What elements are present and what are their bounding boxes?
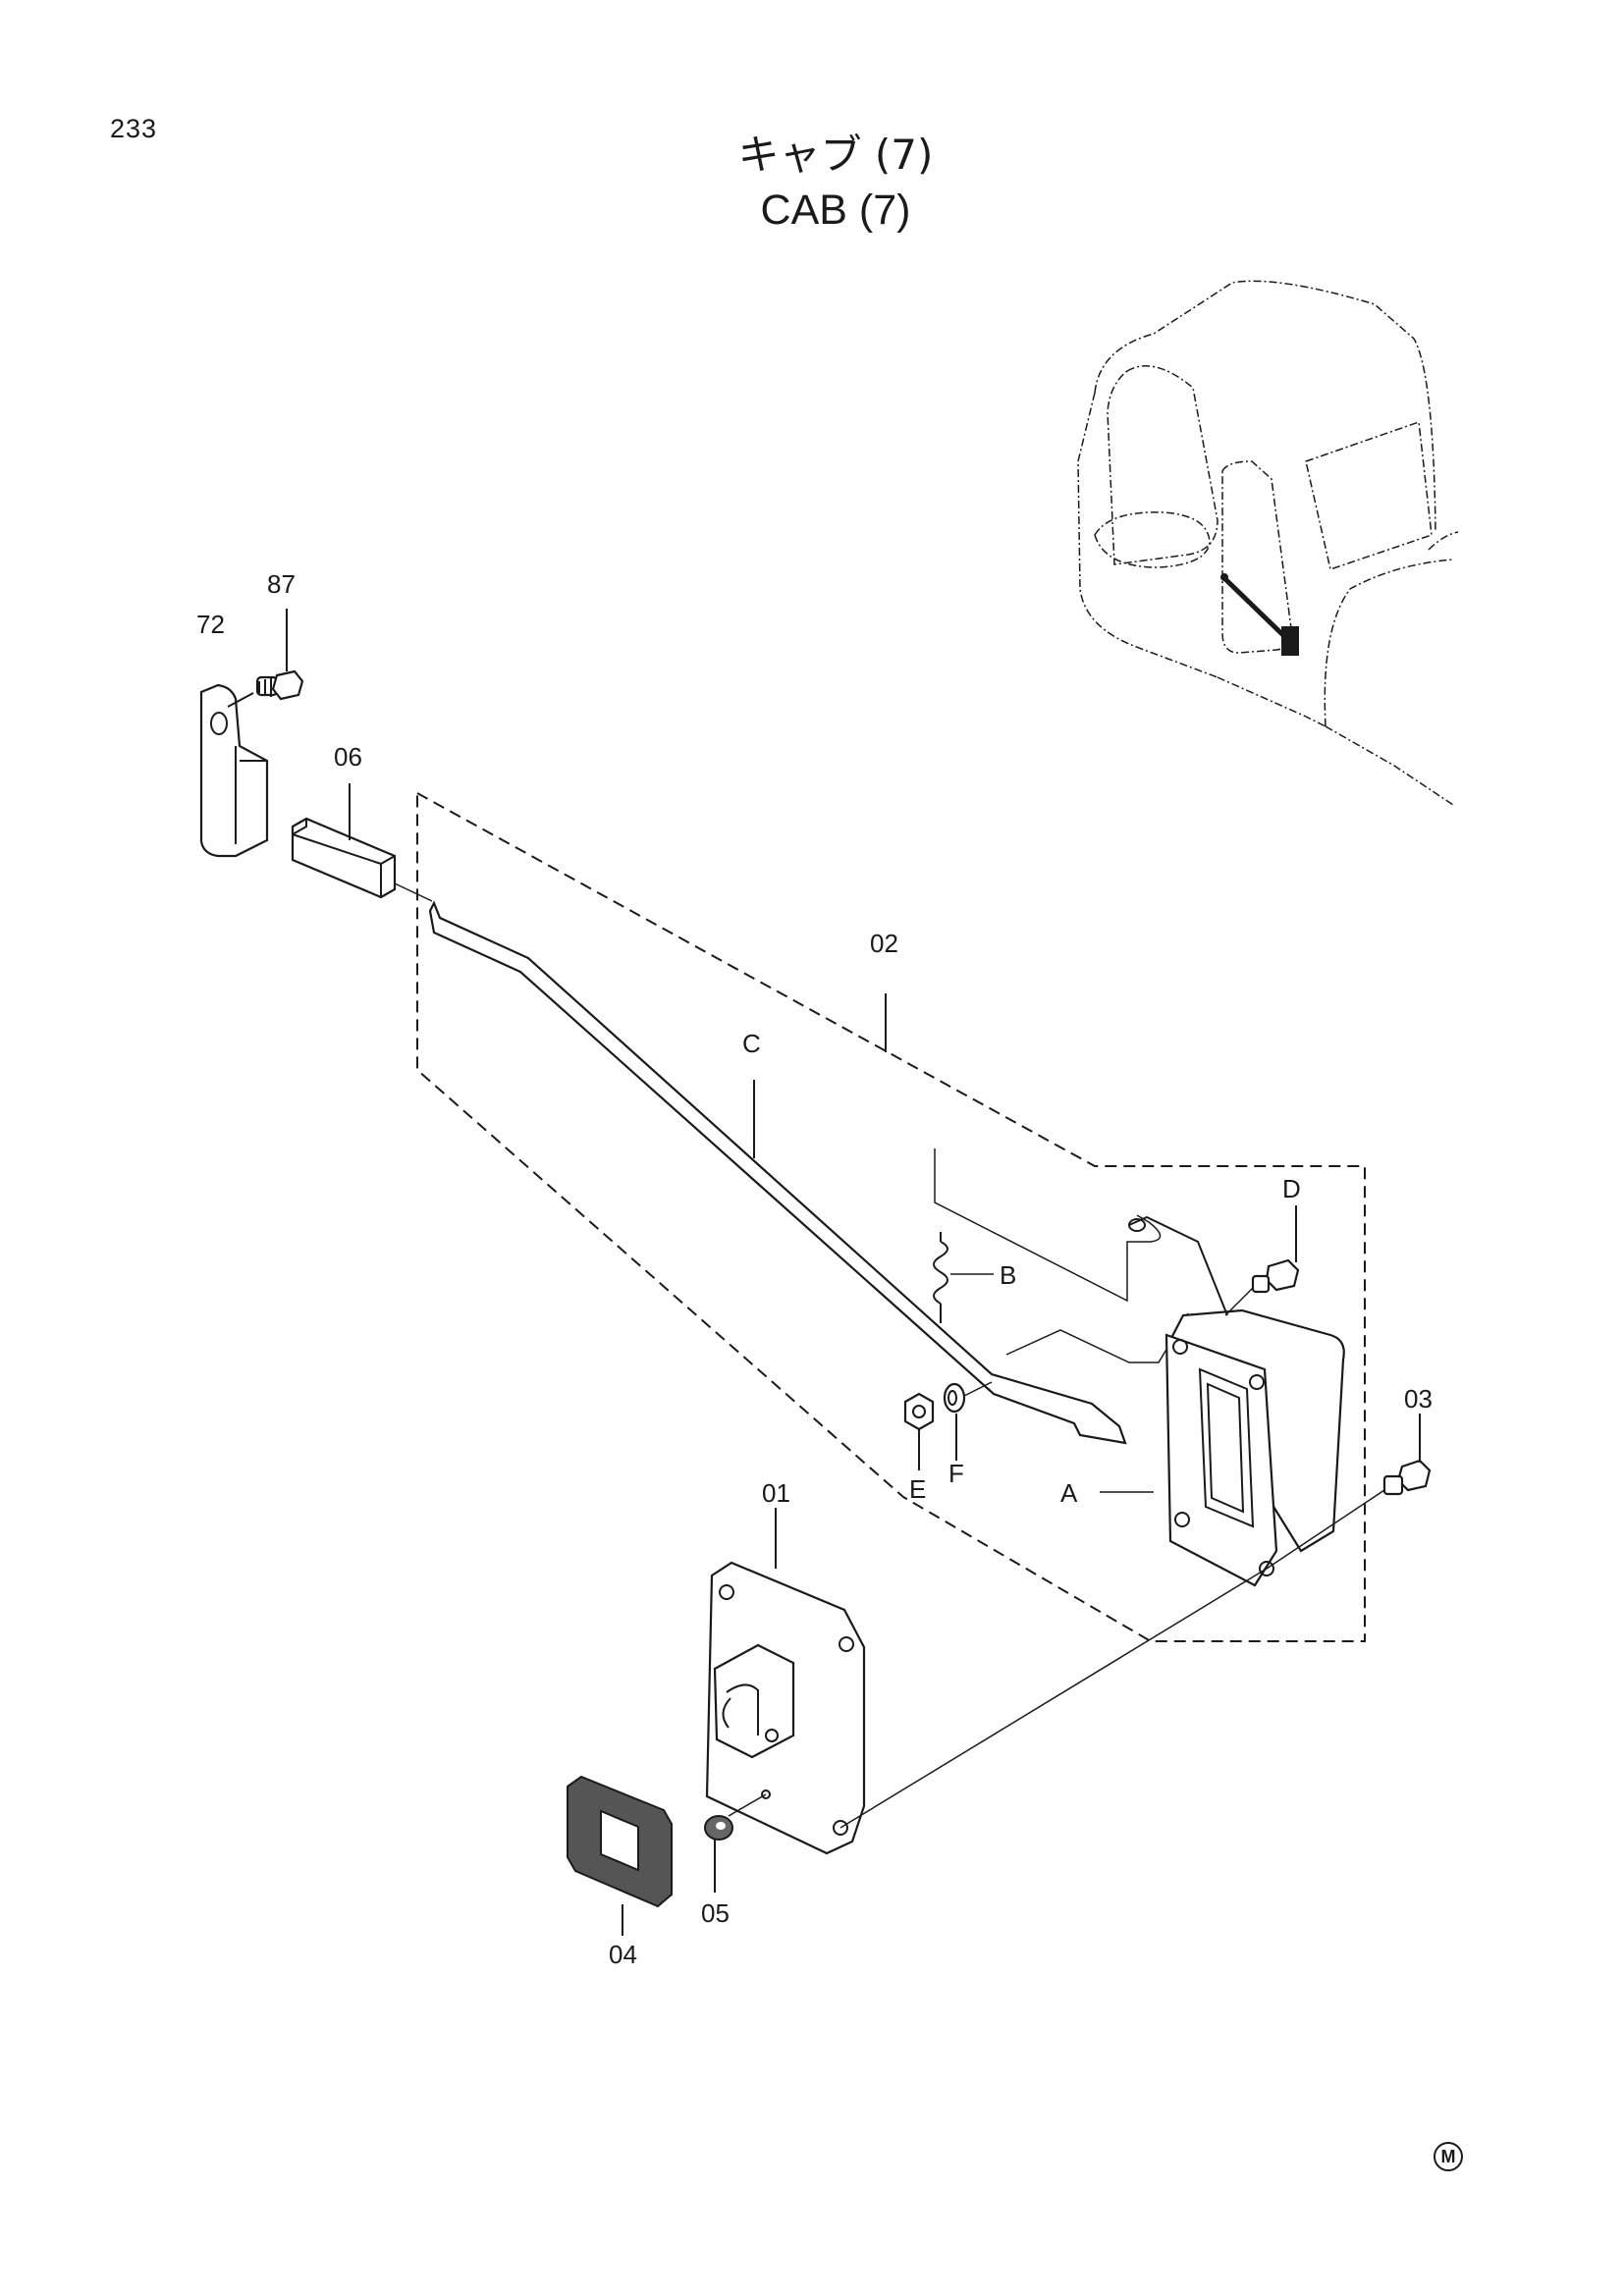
callout-05: 05 xyxy=(701,1898,730,1928)
cab-overview-illustration xyxy=(1077,280,1459,806)
pad-04 xyxy=(567,1775,673,1936)
bolt-87 xyxy=(255,609,304,701)
spring-B xyxy=(933,1232,994,1323)
bracket-72 xyxy=(199,683,269,858)
sleeve-06 xyxy=(291,783,433,902)
callout-D: D xyxy=(1282,1174,1301,1203)
callout-F: F xyxy=(948,1459,964,1488)
page-title: キャブ (7) CAB (7) xyxy=(0,128,1624,238)
title-japanese: キャブ (7) xyxy=(737,131,934,179)
latch-housing-A xyxy=(1100,1215,1345,1587)
washer-F xyxy=(943,1381,993,1461)
nut-E xyxy=(903,1392,935,1470)
callout-87: 87 xyxy=(267,569,296,599)
nut-05 xyxy=(704,1815,733,1893)
linkage-lines xyxy=(934,1148,1189,1363)
callout-03: 03 xyxy=(1404,1384,1433,1414)
callout-04: 04 xyxy=(609,1940,637,1969)
callout-72: 72 xyxy=(196,610,225,639)
bolt-D xyxy=(1224,1205,1300,1316)
callout-C: C xyxy=(742,1029,761,1058)
callout-01: 01 xyxy=(762,1478,790,1508)
rod-C xyxy=(428,900,1127,1445)
plate-01 xyxy=(705,1508,1268,1855)
manufacturer-mark: M xyxy=(1434,2142,1463,2171)
callout-02: 02 xyxy=(870,929,898,958)
callout-A: A xyxy=(1060,1478,1078,1508)
callout-B: B xyxy=(1000,1260,1016,1290)
bolt-03 xyxy=(1266,1414,1432,1570)
callout-06: 06 xyxy=(334,742,362,772)
callout-E: E xyxy=(909,1474,926,1504)
page-number: 233 xyxy=(110,114,158,143)
assembly-boundary-02 xyxy=(416,791,1366,1642)
title-english: CAB (7) xyxy=(760,187,911,234)
